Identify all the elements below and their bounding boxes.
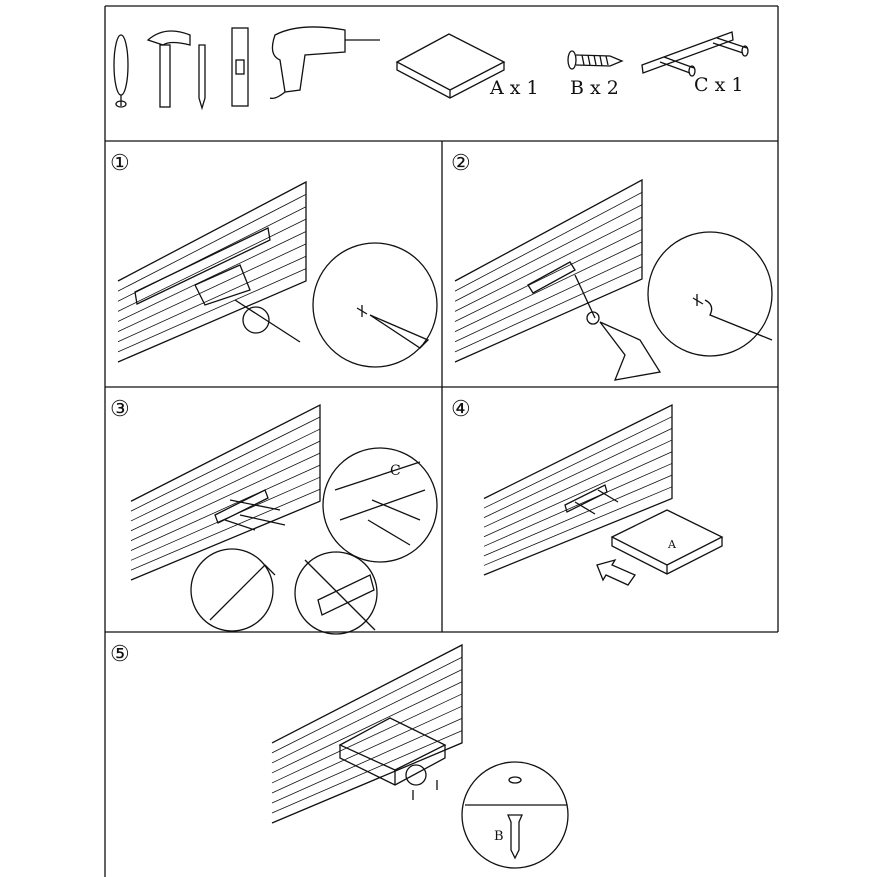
callout-c-label: C — [390, 463, 401, 479]
screw-b-label: B — [494, 829, 504, 844]
brick-course — [454, 266, 643, 353]
brick-course — [454, 229, 643, 322]
brick-course — [117, 268, 307, 353]
board-a-label: A — [667, 538, 677, 551]
brick-course — [117, 231, 307, 322]
brick-course — [454, 253, 643, 343]
step-4-number: ④ — [451, 397, 471, 422]
drill-icon — [269, 26, 380, 100]
pencil-icon — [198, 44, 206, 111]
arrow-icon — [596, 558, 636, 586]
part-c-label: C x 1 — [694, 74, 743, 96]
brick-course — [271, 693, 463, 784]
step-2-number: ② — [451, 151, 471, 176]
part-a-shelf-icon — [395, 33, 506, 99]
step-3-bracket-mounting: C — [190, 447, 438, 635]
brick-course — [483, 451, 673, 538]
brick-course — [117, 218, 307, 312]
part-c-bracket-icon — [641, 31, 749, 77]
brick-course — [130, 428, 321, 522]
part-a-label: A x 1 — [489, 77, 539, 99]
brick-course — [271, 656, 463, 754]
brick-course — [130, 488, 321, 571]
brick-course — [454, 192, 643, 292]
brick-course — [454, 204, 643, 302]
brick-course — [117, 243, 307, 332]
part-b-label: B x 2 — [570, 77, 619, 99]
brick-course — [271, 669, 463, 764]
hammer-icon — [146, 30, 191, 108]
level-icon — [231, 27, 249, 107]
brick-course — [454, 216, 643, 312]
brick-course — [271, 718, 463, 804]
screwdriver-icon — [113, 34, 129, 108]
brick-course — [271, 705, 463, 794]
brick-course — [483, 416, 673, 509]
brick-course — [130, 440, 321, 532]
step-3-number: ③ — [110, 397, 130, 422]
step-1-number: ① — [110, 151, 130, 176]
part-b-screw-icon — [567, 50, 624, 70]
brick-course — [130, 416, 321, 512]
step-1-level-and-marking — [134, 227, 438, 368]
brick-course — [117, 194, 307, 292]
brick-course — [130, 464, 321, 551]
brick-course — [483, 474, 673, 557]
brick-course — [483, 463, 673, 547]
brick-course — [130, 452, 321, 541]
brick-course — [483, 428, 673, 518]
step-2-drilling — [527, 231, 773, 381]
brick-course — [117, 255, 307, 343]
brick-course — [483, 439, 673, 528]
step-5-number: ⑤ — [110, 642, 130, 667]
step-5-secure-screws: B — [338, 717, 569, 869]
frame — [104, 5, 779, 877]
brick-course — [483, 486, 673, 566]
brick-course — [454, 241, 643, 332]
brick-course — [271, 681, 463, 774]
brick-walls — [117, 178, 673, 824]
step-4-slide-shelf: A — [564, 484, 724, 586]
